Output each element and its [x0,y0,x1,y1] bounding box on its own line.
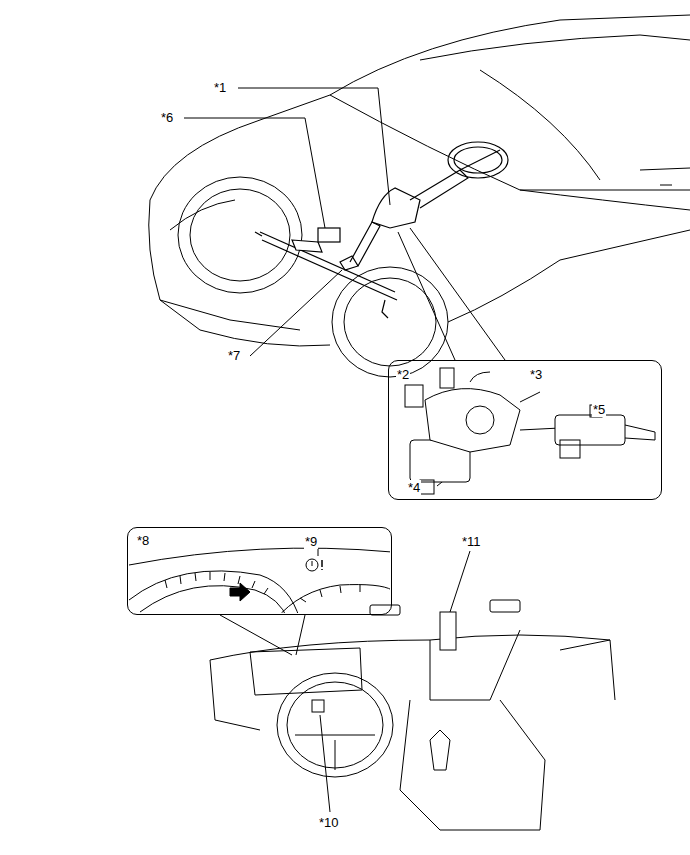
leader-lines [184,88,598,812]
callout-number: *6 [160,110,174,125]
callout-number: *10 [318,815,340,830]
callout-number: *8 [136,533,150,548]
steering-system [255,142,508,318]
callout-number: *1 [213,80,227,95]
callout-number: *7 [227,348,241,363]
column-detail [405,368,655,494]
dashboard [210,600,615,830]
callout-number: *5 [592,402,606,417]
car-body [149,15,690,377]
callout-number: *2 [396,367,410,382]
callout-number: *11 [461,534,482,549]
inset-frame: *8 *9 [127,527,392,615]
meter-detail [129,548,390,613]
callout-number: *3 [529,367,543,382]
callout-number: *9 [304,534,318,549]
inset-frame: *2 *3 *4 *5 [388,360,662,500]
callout-number: *4 [407,480,421,495]
